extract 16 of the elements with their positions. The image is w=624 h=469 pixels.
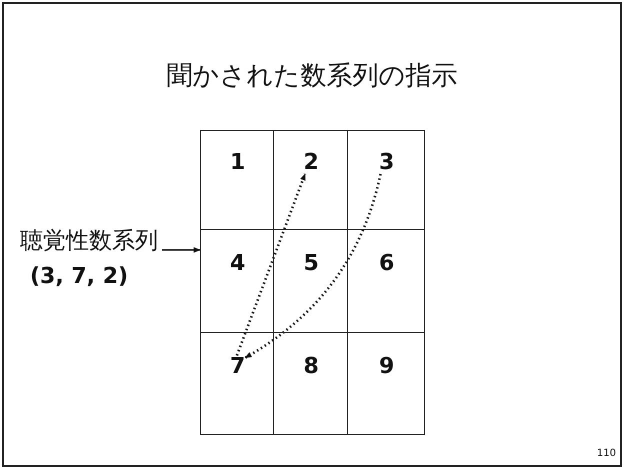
digit: 3: [379, 152, 394, 174]
side-label: 聴覚性数系列: [20, 228, 158, 254]
dotted-arrow: [244, 174, 382, 359]
digit: 7: [230, 356, 246, 378]
digit: 4: [230, 253, 246, 275]
digit: 5: [304, 253, 319, 275]
arrow: [162, 247, 201, 253]
digit: 2: [304, 152, 319, 174]
dotted-arrow: [236, 173, 306, 356]
sequence-label: (3, 7, 2): [30, 264, 130, 289]
digit: 1: [230, 152, 246, 174]
title: 聞かされた数系列の指示: [166, 60, 458, 93]
page-number: 110: [596, 448, 616, 459]
digit: 8: [304, 356, 319, 378]
digit: 9: [379, 356, 394, 378]
digit: 6: [379, 253, 394, 275]
